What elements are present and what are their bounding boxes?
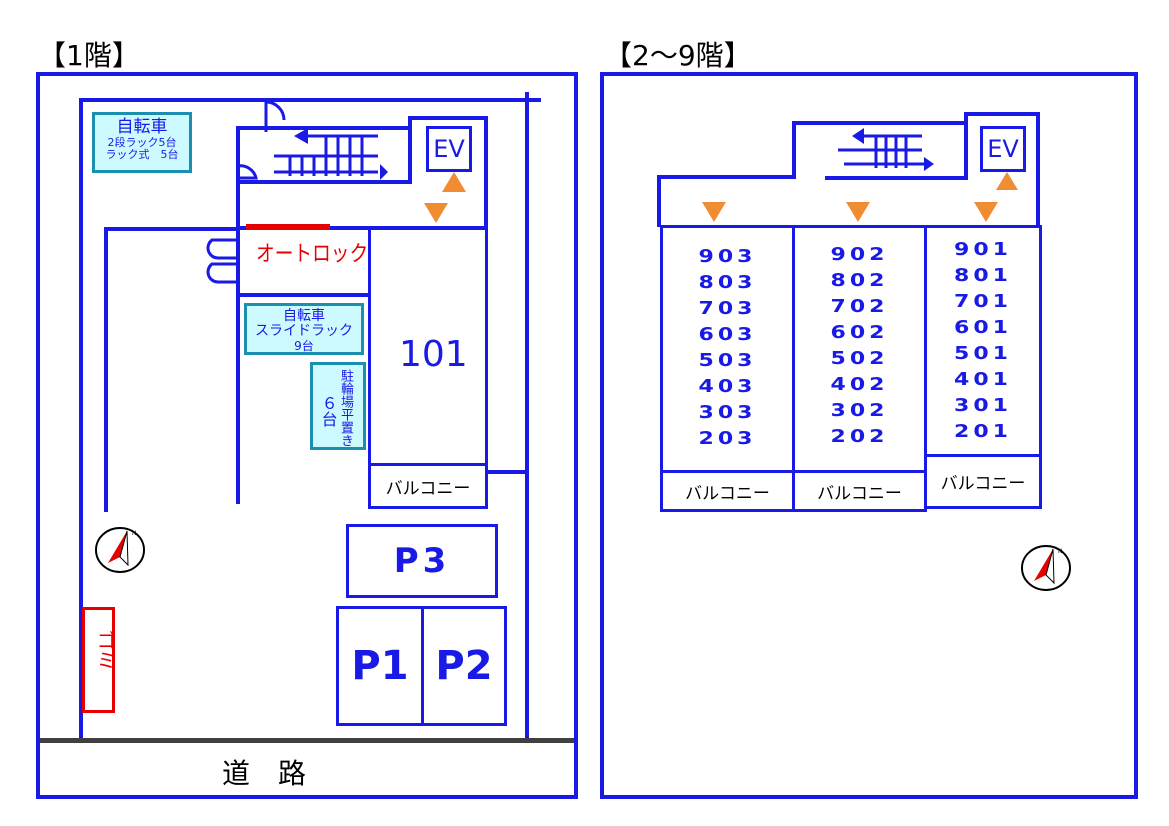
compass-north-icon: N <box>1021 545 1071 591</box>
bike-rack-top-title: 自転車 <box>116 117 168 137</box>
balcony-101: バルコニー <box>368 463 488 509</box>
bike-rack-top: 自転車 2段ラック5台 ラック式 5台 <box>92 112 192 173</box>
arrow-up-icon <box>996 172 1018 190</box>
parking-p2: P2 <box>421 606 507 726</box>
unit-401: 401 <box>954 369 1012 390</box>
balcony-col1: バルコニー <box>924 454 1042 509</box>
unit-901: 901 <box>954 239 1012 260</box>
wall-left-outer <box>79 98 83 738</box>
bike-parking-count: ６台 <box>318 395 338 427</box>
floors2to9-title: 【2～9階】 <box>604 39 752 72</box>
wall-stair-top <box>236 126 411 130</box>
unit-203: 203 <box>698 428 757 449</box>
floor1-title: 【1階】 <box>38 39 140 72</box>
elevator-floors2to9: EV <box>980 126 1026 172</box>
unit-903: 903 <box>698 246 757 267</box>
floor1-site-frame <box>36 72 578 799</box>
bike-rack-slide-line3: 9台 <box>294 338 314 353</box>
autolock-label: オートロック <box>256 242 369 267</box>
wall-lobby-bottom <box>240 293 370 297</box>
bike-rack-slide-line2: スライドラック <box>255 323 353 340</box>
wall-ev2-top <box>964 112 1040 116</box>
bike-parking-label: 駐輪場平置き <box>338 369 353 447</box>
balcony-col2: バルコニー <box>792 470 927 512</box>
door-swings <box>206 100 286 284</box>
floors2to9-site-frame <box>600 72 1138 799</box>
svg-text:N: N <box>132 530 137 537</box>
bike-rack-slide-title: 自転車 <box>283 308 325 324</box>
unit-701: 701 <box>954 291 1012 312</box>
unit-502: 502 <box>830 348 889 369</box>
bike-rack-top-line2: 2段ラック5台 <box>107 135 177 149</box>
wall-top-outer <box>79 98 541 102</box>
unit-503: 503 <box>698 350 757 371</box>
wall-inner-top <box>104 227 240 231</box>
unit-601: 601 <box>954 317 1012 338</box>
elevator-floor1: EV <box>426 126 472 172</box>
unit-list-col1: 901 801 701 601 501 401 301 201 <box>924 237 1042 445</box>
bike-rack-top-line3: ラック式 5台 <box>105 147 179 161</box>
wall-stair2-right <box>964 112 968 180</box>
unit-303: 303 <box>698 402 757 423</box>
unit-902: 902 <box>830 244 889 265</box>
svg-text:N: N <box>1058 548 1063 555</box>
unit-column-3 <box>660 225 795 473</box>
unit-list-col2: 902 802 702 602 502 402 302 202 <box>792 242 927 450</box>
road-label: 道 路 <box>222 757 307 790</box>
unit-803: 803 <box>698 272 757 293</box>
wall-corridor-topleft <box>657 175 795 179</box>
wall-stair-right <box>408 116 412 184</box>
arrow-down-icon <box>424 203 448 223</box>
wall-stair-bottom <box>236 180 412 184</box>
unit-101: 101 <box>368 227 488 466</box>
unit-602: 602 <box>830 322 889 343</box>
parking-p1: P1 <box>336 606 424 726</box>
unit-802: 802 <box>830 270 889 291</box>
arrow-down-icon <box>846 202 870 222</box>
compass-north-icon: N <box>95 527 145 573</box>
unit-list-col3: 903 803 703 603 503 403 303 203 <box>660 244 795 452</box>
wall-lobby-top <box>240 226 488 230</box>
wall-right-stub <box>486 470 526 474</box>
unit-202: 202 <box>830 426 889 447</box>
stairs-icon <box>274 128 388 180</box>
wall-stair2-bottom <box>825 176 968 180</box>
arrow-up-icon <box>442 172 466 192</box>
garbage-label: ゴミ <box>93 630 117 670</box>
arrow-down-icon <box>702 202 726 222</box>
unit-301: 301 <box>954 395 1012 416</box>
garbage-area: ゴミ <box>82 607 117 713</box>
wall-corridor-left <box>657 175 661 227</box>
wall-inner-left <box>104 227 108 512</box>
autolock-bar <box>246 224 330 230</box>
wall-ev2-right <box>1036 112 1040 228</box>
road-line <box>40 738 574 743</box>
unit-302: 302 <box>830 400 889 421</box>
wall-ev-top <box>408 116 488 120</box>
wall-right-outer <box>525 92 529 738</box>
wall-corridor-divider <box>236 227 240 504</box>
bike-rack-slide: 自転車 スライドラック 9台 <box>244 303 364 355</box>
parking-p3: P3 <box>346 524 498 598</box>
unit-801: 801 <box>954 265 1012 286</box>
unit-402: 402 <box>830 374 889 395</box>
unit-403: 403 <box>698 376 757 397</box>
unit-702: 702 <box>830 296 889 317</box>
wall-ev-right <box>484 116 488 230</box>
wall-stair2-top <box>792 121 968 125</box>
arrow-down-icon <box>974 202 998 222</box>
unit-603: 603 <box>698 324 757 345</box>
unit-101-label: 101 <box>399 334 468 375</box>
unit-501: 501 <box>954 343 1012 364</box>
bike-parking-vertical: ６台 駐輪場平置き <box>310 362 366 450</box>
balcony-col3: バルコニー <box>660 470 795 512</box>
wall-stair2-left <box>792 121 796 179</box>
unit-201: 201 <box>954 421 1012 442</box>
unit-703: 703 <box>698 298 757 319</box>
stairs-icon <box>838 128 934 171</box>
